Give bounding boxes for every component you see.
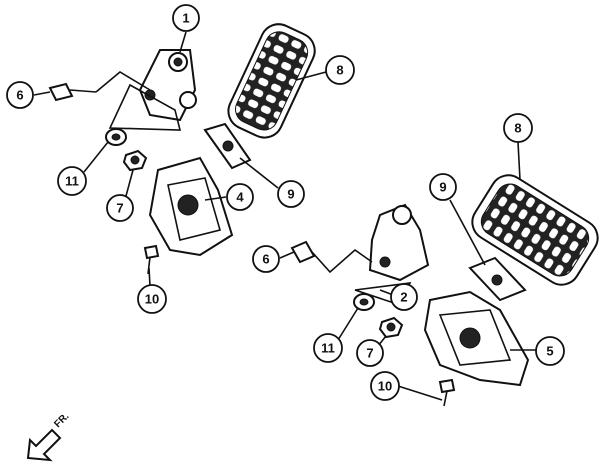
left-bracket — [108, 49, 197, 131]
callout-7-right: 7 — [356, 339, 384, 367]
svg-text:10: 10 — [145, 292, 159, 307]
callout-7-left: 7 — [106, 194, 134, 222]
right-bolt-10 — [438, 378, 456, 407]
callout-6-left: 6 — [6, 81, 34, 109]
callout-10-left: 10 — [137, 284, 167, 314]
right-footpeg-5 — [423, 290, 530, 387]
front-direction-arrow-icon — [26, 428, 62, 462]
svg-text:4: 4 — [236, 190, 244, 205]
callout-8-right: 8 — [503, 113, 533, 143]
callout-4: 4 — [226, 183, 254, 211]
svg-text:9: 9 — [439, 180, 446, 195]
callout-6-right: 6 — [252, 245, 280, 273]
leader-lines — [33, 31, 536, 401]
svg-text:7: 7 — [366, 346, 373, 361]
callout-11-right: 11 — [313, 333, 343, 363]
callout-9-right: 9 — [429, 173, 457, 201]
svg-text:6: 6 — [262, 252, 269, 267]
svg-text:8: 8 — [514, 121, 521, 136]
left-footpeg-4 — [148, 156, 234, 257]
svg-text:8: 8 — [336, 63, 343, 78]
left-bolt-6 — [48, 71, 151, 102]
svg-text:11: 11 — [65, 174, 79, 189]
svg-text:10: 10 — [378, 379, 392, 394]
right-bracket — [354, 203, 430, 306]
front-direction-label: FR. — [52, 411, 71, 430]
svg-text:7: 7 — [116, 201, 123, 216]
callout-8-left: 8 — [325, 55, 355, 85]
svg-text:6: 6 — [16, 88, 23, 103]
callout-9-left: 9 — [277, 180, 305, 208]
svg-text:9: 9 — [287, 187, 294, 202]
right-footpeg-rubber — [471, 174, 599, 286]
right-nut-7 — [378, 316, 404, 339]
svg-text:11: 11 — [321, 341, 335, 356]
right-plate-9 — [468, 256, 527, 302]
left-footpeg-rubber — [227, 23, 316, 139]
callout-2: 2 — [390, 283, 418, 311]
svg-text:5: 5 — [546, 344, 553, 359]
callout-11-left: 11 — [57, 166, 87, 196]
left-plate-9 — [203, 122, 252, 170]
callout-1: 1 — [172, 4, 200, 32]
left-bolt-10 — [143, 244, 160, 275]
left-nut-7 — [122, 149, 148, 172]
right-washer-11 — [353, 293, 375, 311]
svg-text:2: 2 — [400, 290, 407, 305]
callout-10-right: 10 — [370, 371, 400, 401]
callout-5: 5 — [535, 336, 565, 366]
svg-text:1: 1 — [182, 11, 189, 26]
right-bolt-6 — [290, 240, 373, 274]
left-washer-11 — [105, 128, 127, 146]
